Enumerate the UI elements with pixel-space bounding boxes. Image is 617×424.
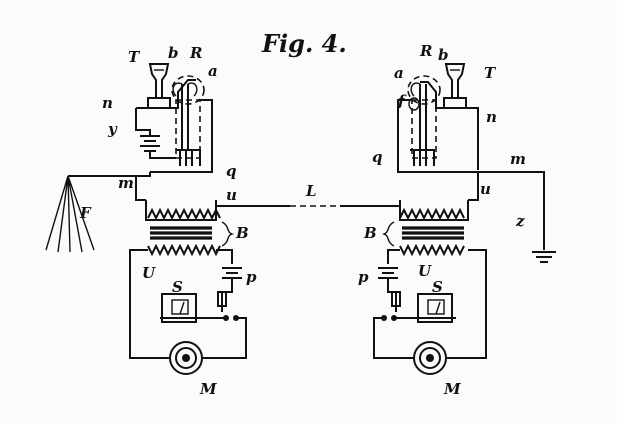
label-right-M: M (443, 380, 461, 398)
left-antenna-F (45, 175, 95, 253)
left-meter-S (161, 293, 197, 323)
left-lower-circuit (129, 249, 247, 375)
label-left-n: n (102, 94, 113, 112)
label-right-n: n (486, 108, 497, 126)
right-labels: R b a T f n q m u z B U p S M (358, 42, 526, 398)
left-brace-B (221, 221, 235, 247)
left-transformer (145, 200, 235, 257)
left-labels: T b R a n y q m F u B U p S M (79, 44, 257, 398)
label-left-T: T (128, 48, 141, 66)
label-right-b: b (438, 46, 449, 64)
label-left-y: y (107, 120, 118, 138)
label-left-m: m (118, 174, 134, 192)
label-right-m: m (510, 150, 526, 168)
label-right-U: U (418, 262, 432, 280)
right-receiver-box (397, 75, 479, 173)
line-labels: L (305, 182, 317, 200)
label-right-u: u (480, 180, 491, 198)
label-left-B: B (235, 224, 249, 242)
left-local-circuit (135, 108, 176, 159)
right-earth-wire (468, 171, 556, 263)
label-left-F: F (79, 204, 92, 222)
left-generator-M (169, 341, 203, 375)
right-dashed-frame (411, 99, 437, 159)
label-left-R: R (189, 44, 202, 62)
label-right-B: B (363, 224, 377, 242)
label-left-b: b (168, 44, 179, 62)
label-left-a: a (208, 62, 218, 80)
label-right-q: q (372, 148, 383, 166)
label-left-q: q (226, 162, 237, 180)
label-right-z: z (515, 212, 525, 230)
label-right-T: T (484, 64, 497, 82)
label-right-R: R (419, 42, 432, 60)
right-dashed-coil-R (407, 75, 441, 105)
label-right-p: p (358, 268, 369, 286)
label-left-S: S (172, 278, 183, 296)
left-transmitter (147, 63, 171, 109)
label-left-u: u (226, 186, 237, 204)
label-line-L: L (305, 182, 317, 200)
label-right-f: f (397, 92, 407, 110)
right-meter-S (417, 293, 453, 323)
right-generator-M (413, 341, 447, 375)
right-station (373, 63, 556, 375)
label-left-M: M (199, 380, 217, 398)
right-coil-f (408, 97, 420, 111)
left-receiver-box (136, 75, 213, 173)
label-right-a: a (394, 64, 404, 82)
label-left-U: U (142, 264, 156, 282)
label-right-S: S (432, 278, 443, 296)
left-station (45, 63, 247, 375)
right-transformer (381, 200, 469, 257)
left-antenna-wire (45, 172, 151, 253)
label-left-p: p (246, 268, 257, 286)
figure-title: Fig. 4. (261, 29, 347, 58)
right-lower-circuit (373, 249, 487, 375)
right-brace-B (381, 221, 395, 247)
right-transmitter (443, 63, 467, 109)
